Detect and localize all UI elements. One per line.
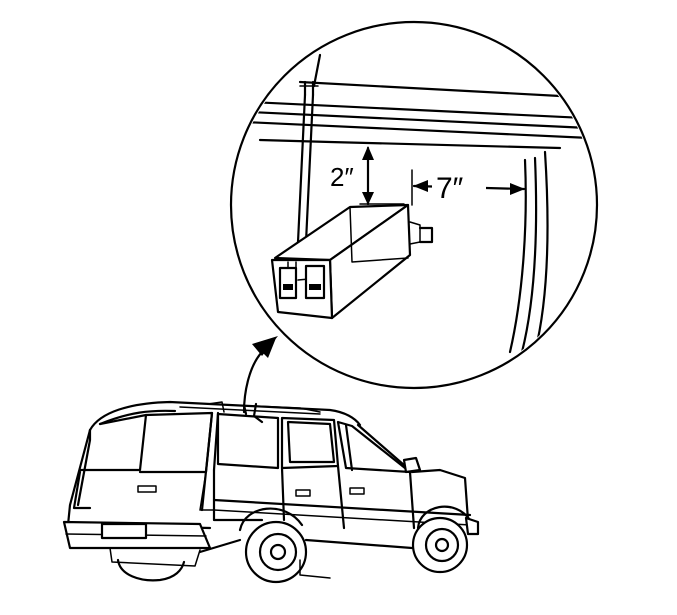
callout-arrow xyxy=(242,336,278,414)
detail-view: 2″ 7″ xyxy=(229,20,599,390)
dimension-label-7in: 7″ xyxy=(436,172,464,205)
dimension-label-2in: 2″ xyxy=(330,162,354,192)
window-frame xyxy=(508,150,549,354)
dimension-2in xyxy=(359,146,405,206)
module-connector xyxy=(278,261,326,300)
antenna-module xyxy=(270,203,434,320)
detail-circle xyxy=(229,20,599,390)
vehicle-suv xyxy=(62,400,480,584)
